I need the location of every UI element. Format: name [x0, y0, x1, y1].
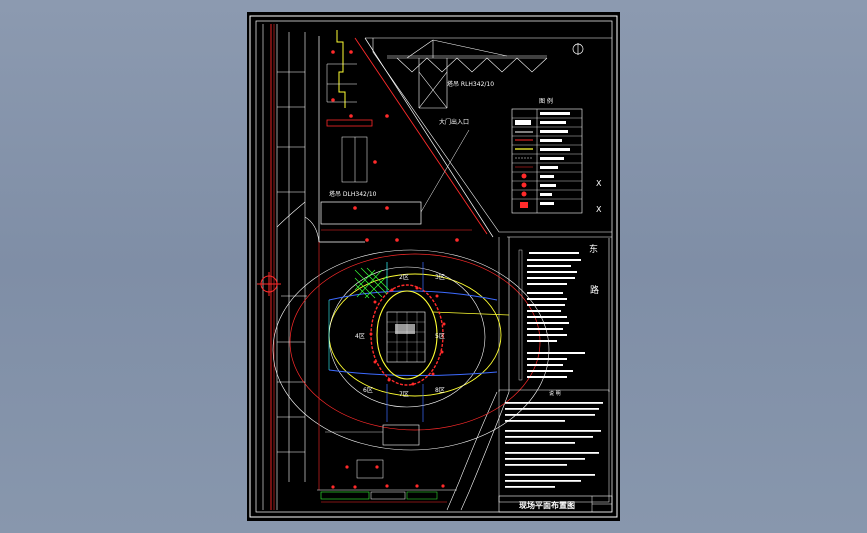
- gate-label: 大门出入口: [439, 118, 469, 126]
- north-work-area: [320, 30, 472, 231]
- utility-markers: [331, 50, 459, 242]
- zone-label-6: 6区: [363, 387, 373, 394]
- tower-crane-top: [387, 39, 548, 109]
- axis-mark-x2: X: [596, 205, 602, 214]
- drawing-sheet: 塔吊 RLH342/10 大门出入口 图 例: [247, 12, 620, 521]
- zone-label-4: 4区: [355, 333, 365, 340]
- west-road: [262, 24, 320, 510]
- zone-labels: 2区 3区 4区 5区 6区 7区 8区: [355, 274, 445, 398]
- north-arrow-icon: [572, 43, 584, 55]
- notes-title: 说 明: [549, 390, 561, 397]
- stadium-plan: [272, 242, 550, 503]
- inner-field: [376, 290, 438, 380]
- equipment-table: [518, 249, 585, 381]
- zone-label-2: 2区: [399, 274, 409, 281]
- survey-point-symbol: [257, 272, 307, 297]
- drawing-title: 现场平面布置图: [519, 500, 575, 510]
- gate-leader: [420, 129, 470, 213]
- zone-label-5: 5区: [435, 333, 445, 340]
- crane-label-mid: 塔吊 DLH342/10: [329, 190, 377, 198]
- sheet-border-outer: [249, 15, 618, 518]
- road-label-east: 路: [590, 284, 599, 296]
- notes-block: 说 明: [498, 389, 613, 513]
- crane-label-top: 塔吊 RLH342/10: [447, 80, 494, 88]
- legend-table: 图 例: [511, 97, 583, 214]
- site-plan-drawing: 塔吊 RLH342/10 大门出入口 图 例: [249, 15, 618, 518]
- zone-label-8: 8区: [435, 387, 445, 394]
- zone-label-3: 3区: [435, 274, 445, 281]
- road-label-east2: 东: [589, 243, 598, 255]
- sheet-border-inner: [255, 20, 613, 513]
- legend-title: 图 例: [539, 97, 553, 105]
- zone-label-7: 7区: [399, 391, 409, 398]
- pitch: [386, 311, 426, 363]
- stadium-outer-ring: [272, 249, 550, 451]
- axis-mark-x1: X: [596, 179, 602, 188]
